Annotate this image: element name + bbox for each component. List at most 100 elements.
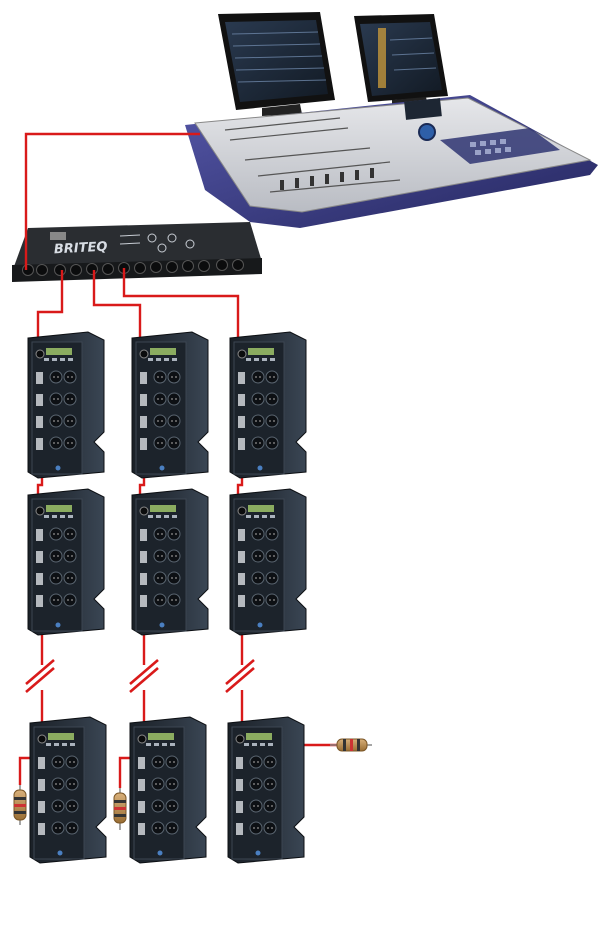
dmx-input-port <box>237 349 247 359</box>
power-outlet <box>153 414 167 428</box>
cable-break-icon <box>225 659 255 693</box>
lighting-console <box>185 12 598 228</box>
power-outlet <box>63 593 77 607</box>
power-outlet <box>51 821 65 835</box>
power-outlet <box>251 392 265 406</box>
power-outlet <box>49 414 63 428</box>
breaker-switch <box>138 801 145 813</box>
power-outlet <box>65 755 79 769</box>
power-outlet <box>251 414 265 428</box>
cable-break-markers <box>25 659 255 693</box>
dimmer-pack <box>129 716 207 864</box>
breaker-switch <box>238 595 245 607</box>
power-outlet <box>49 392 63 406</box>
power-outlet <box>249 755 263 769</box>
power-outlet <box>251 527 265 541</box>
dimmer-pack <box>27 488 105 636</box>
pack-display <box>150 348 176 355</box>
power-outlet <box>49 571 63 585</box>
console-faders <box>224 117 401 193</box>
breaker-switch <box>36 394 43 406</box>
power-outlet <box>251 593 265 607</box>
breaker-switch <box>238 573 245 585</box>
dimmer-pack <box>29 716 107 864</box>
power-outlet <box>151 799 165 813</box>
power-outlet <box>165 821 179 835</box>
breaker-switch <box>36 529 43 541</box>
power-outlet <box>265 392 279 406</box>
terminator-resistor-icon <box>13 785 27 825</box>
dmx-input-port <box>237 506 247 516</box>
splitter-brand-label: BRITEQ <box>54 240 108 258</box>
dmx-input-port <box>139 349 149 359</box>
power-outlet <box>167 392 181 406</box>
terminator-resistors <box>13 738 372 830</box>
power-outlet <box>153 593 167 607</box>
power-outlet <box>49 436 63 450</box>
pack-display <box>46 505 72 512</box>
power-outlet <box>49 593 63 607</box>
power-outlet <box>49 370 63 384</box>
cable-splitter-to-column-2 <box>92 270 142 355</box>
power-outlet <box>49 549 63 563</box>
power-outlet <box>51 777 65 791</box>
power-outlet <box>51 799 65 813</box>
pack-display <box>48 733 74 740</box>
dimmer-pack <box>229 331 307 479</box>
dmx-input-port <box>35 506 45 516</box>
pack-display <box>148 733 174 740</box>
power-outlet <box>151 821 165 835</box>
breaker-switch <box>140 416 147 428</box>
dmx-input-port <box>35 349 45 359</box>
power-outlet <box>153 571 167 585</box>
power-outlet <box>63 549 77 563</box>
breaker-switch <box>236 757 243 769</box>
power-outlet <box>265 571 279 585</box>
power-outlet <box>167 549 181 563</box>
breaker-switch <box>236 823 243 835</box>
power-outlet <box>51 755 65 769</box>
breaker-switch <box>140 551 147 563</box>
dmx-input-port <box>235 734 245 744</box>
pack-display <box>46 348 72 355</box>
pack-display <box>248 505 274 512</box>
breaker-switch <box>140 438 147 450</box>
power-outlet <box>265 436 279 450</box>
power-outlet <box>265 593 279 607</box>
dimmer-pack <box>227 716 305 864</box>
terminator-resistor-icon <box>330 738 372 752</box>
power-outlet <box>249 799 263 813</box>
breaker-switch <box>36 573 43 585</box>
power-outlet <box>167 436 181 450</box>
dimmer-pack <box>229 488 307 636</box>
dmx-input-port <box>139 506 149 516</box>
power-outlet <box>263 755 277 769</box>
breaker-switch <box>36 595 43 607</box>
power-outlet <box>249 777 263 791</box>
breaker-switch <box>140 573 147 585</box>
breaker-switch <box>140 529 147 541</box>
breaker-switch <box>36 438 43 450</box>
breaker-switch <box>236 779 243 791</box>
breaker-switch <box>140 394 147 406</box>
power-outlet <box>263 799 277 813</box>
breaker-switch <box>138 757 145 769</box>
power-outlet <box>63 436 77 450</box>
power-outlet <box>263 777 277 791</box>
power-outlet <box>265 549 279 563</box>
breaker-switch <box>36 551 43 563</box>
cable-splitter-to-column-1 <box>36 270 64 355</box>
power-outlet <box>151 777 165 791</box>
power-outlet <box>265 414 279 428</box>
pack-display <box>246 733 272 740</box>
pack-display <box>248 348 274 355</box>
power-outlet <box>167 370 181 384</box>
breaker-switch <box>238 551 245 563</box>
console-fader-knobs <box>280 168 374 190</box>
power-outlet <box>151 755 165 769</box>
dimmer-pack <box>131 488 209 636</box>
breaker-switch <box>38 801 45 813</box>
power-outlet <box>153 370 167 384</box>
terminator-resistor-icon <box>113 788 127 830</box>
